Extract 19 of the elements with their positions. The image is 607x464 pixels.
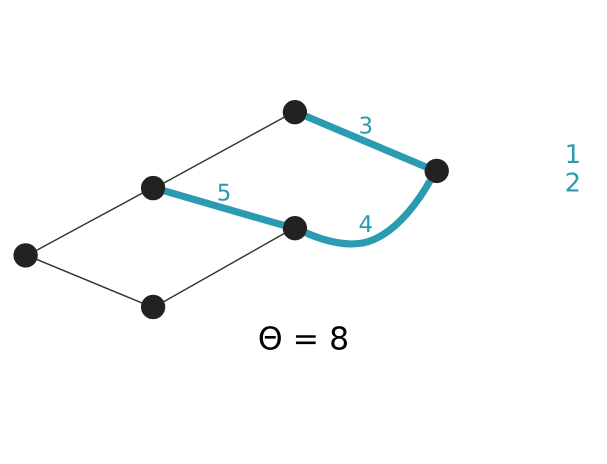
node-label: 1: [564, 139, 581, 170]
node-label: 2: [564, 168, 581, 198]
caption: Θ = 8: [258, 320, 350, 357]
node-circle: [424, 158, 449, 183]
edge-label: 4: [358, 212, 374, 238]
node-circle: [282, 100, 308, 124]
connector: [163, 116, 284, 184]
edge-label: 5: [216, 180, 232, 206]
connector: [36, 258, 142, 304]
connector: [36, 192, 142, 251]
node-circle: [13, 242, 38, 268]
connector: [163, 232, 284, 302]
node-circle: [140, 294, 166, 319]
edge-label: 3: [358, 112, 374, 139]
connector: [304, 178, 434, 247]
node-circle: [140, 175, 166, 200]
connector: [304, 112, 428, 170]
node-circle: [282, 216, 308, 240]
connector: [164, 187, 285, 228]
